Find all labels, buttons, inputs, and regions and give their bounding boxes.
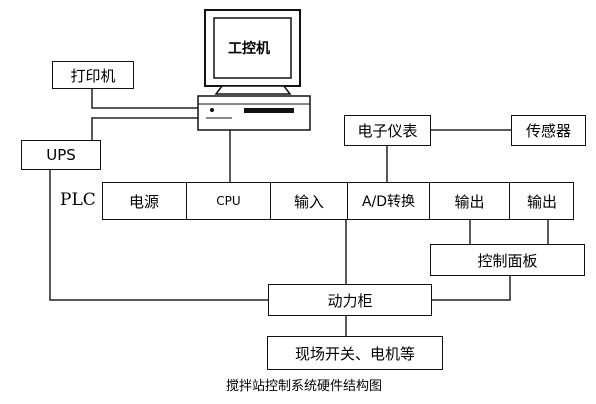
plc-module-input: 输入	[271, 182, 348, 220]
plc-module-ad: A/D转换	[348, 182, 430, 220]
sensor-label: 传感器	[525, 122, 571, 140]
line-ups-computer	[91, 117, 200, 140]
field-devices-label: 现场开关、电机等	[294, 344, 415, 363]
printer-box: 打印机	[52, 61, 134, 89]
plc-module-bar	[102, 182, 574, 220]
plc-module-cpu: CPU	[187, 182, 271, 220]
plc-module-output-2: 输出	[526, 192, 557, 211]
line-printer-computer	[91, 89, 200, 109]
line-ups-cabinet	[49, 170, 268, 301]
sensor-box: 传感器	[511, 115, 586, 146]
plc-label: PLC	[60, 190, 96, 210]
ups-box: UPS	[21, 140, 101, 170]
control-panel-box: 控制面板	[430, 244, 585, 276]
plc-module-output-1: 输出	[430, 182, 510, 220]
line-panel-cabinet	[432, 276, 511, 301]
field-devices-box: 现场开关、电机等	[267, 336, 443, 370]
computer-screen-label: 工控机	[228, 41, 270, 57]
plc-module-power: 电源	[102, 182, 187, 220]
instrument-box: 电子仪表	[344, 115, 431, 146]
printer-label: 打印机	[70, 66, 116, 85]
instrument-label: 电子仪表	[357, 122, 418, 140]
diagram-caption: 搅拌站控制系统硬件结构图	[226, 379, 383, 394]
power-cabinet-box: 动力柜	[268, 284, 432, 316]
control-panel-label: 控制面板	[477, 251, 538, 270]
ups-label: UPS	[46, 146, 76, 164]
power-cabinet-label: 动力柜	[327, 291, 373, 310]
